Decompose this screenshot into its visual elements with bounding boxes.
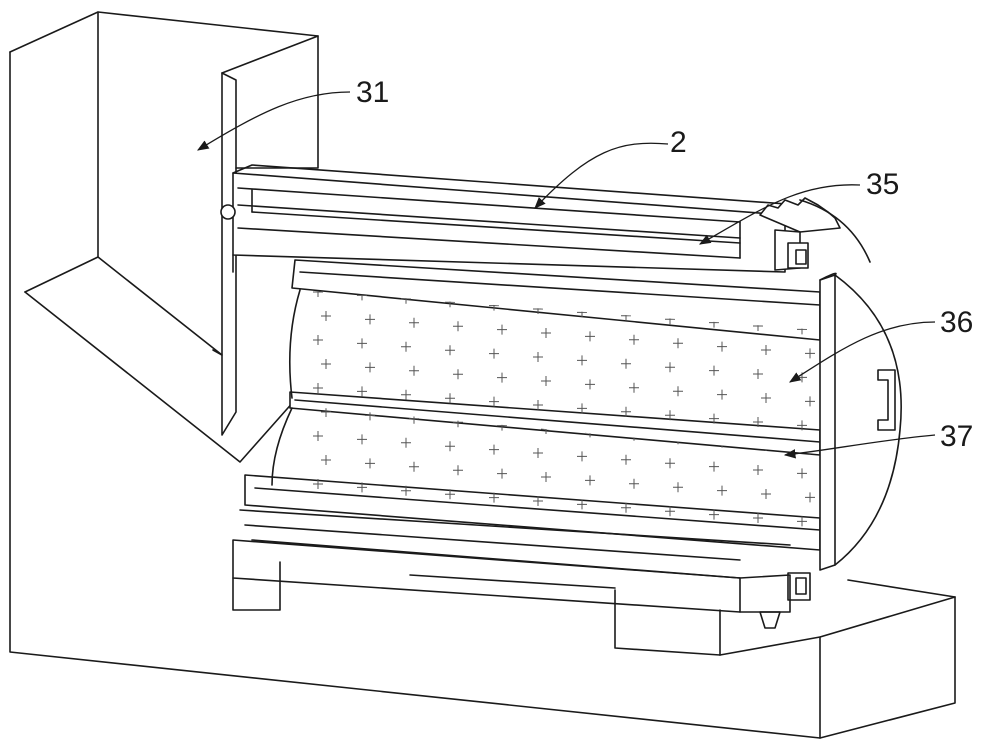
callouts — [197, 91, 936, 459]
housing-upper-rail — [220, 164, 801, 273]
hopper — [24, 11, 319, 463]
label-scraper-bar: 37 — [940, 420, 973, 453]
label-hopper: 31 — [356, 76, 389, 109]
housing-lower-rail — [232, 509, 791, 656]
label-gear-ring: 35 — [866, 168, 899, 201]
base-frame — [9, 11, 956, 739]
screen-drum — [244, 197, 902, 629]
label-housing: 2 — [670, 126, 687, 159]
label-screen-drum: 36 — [940, 306, 973, 339]
